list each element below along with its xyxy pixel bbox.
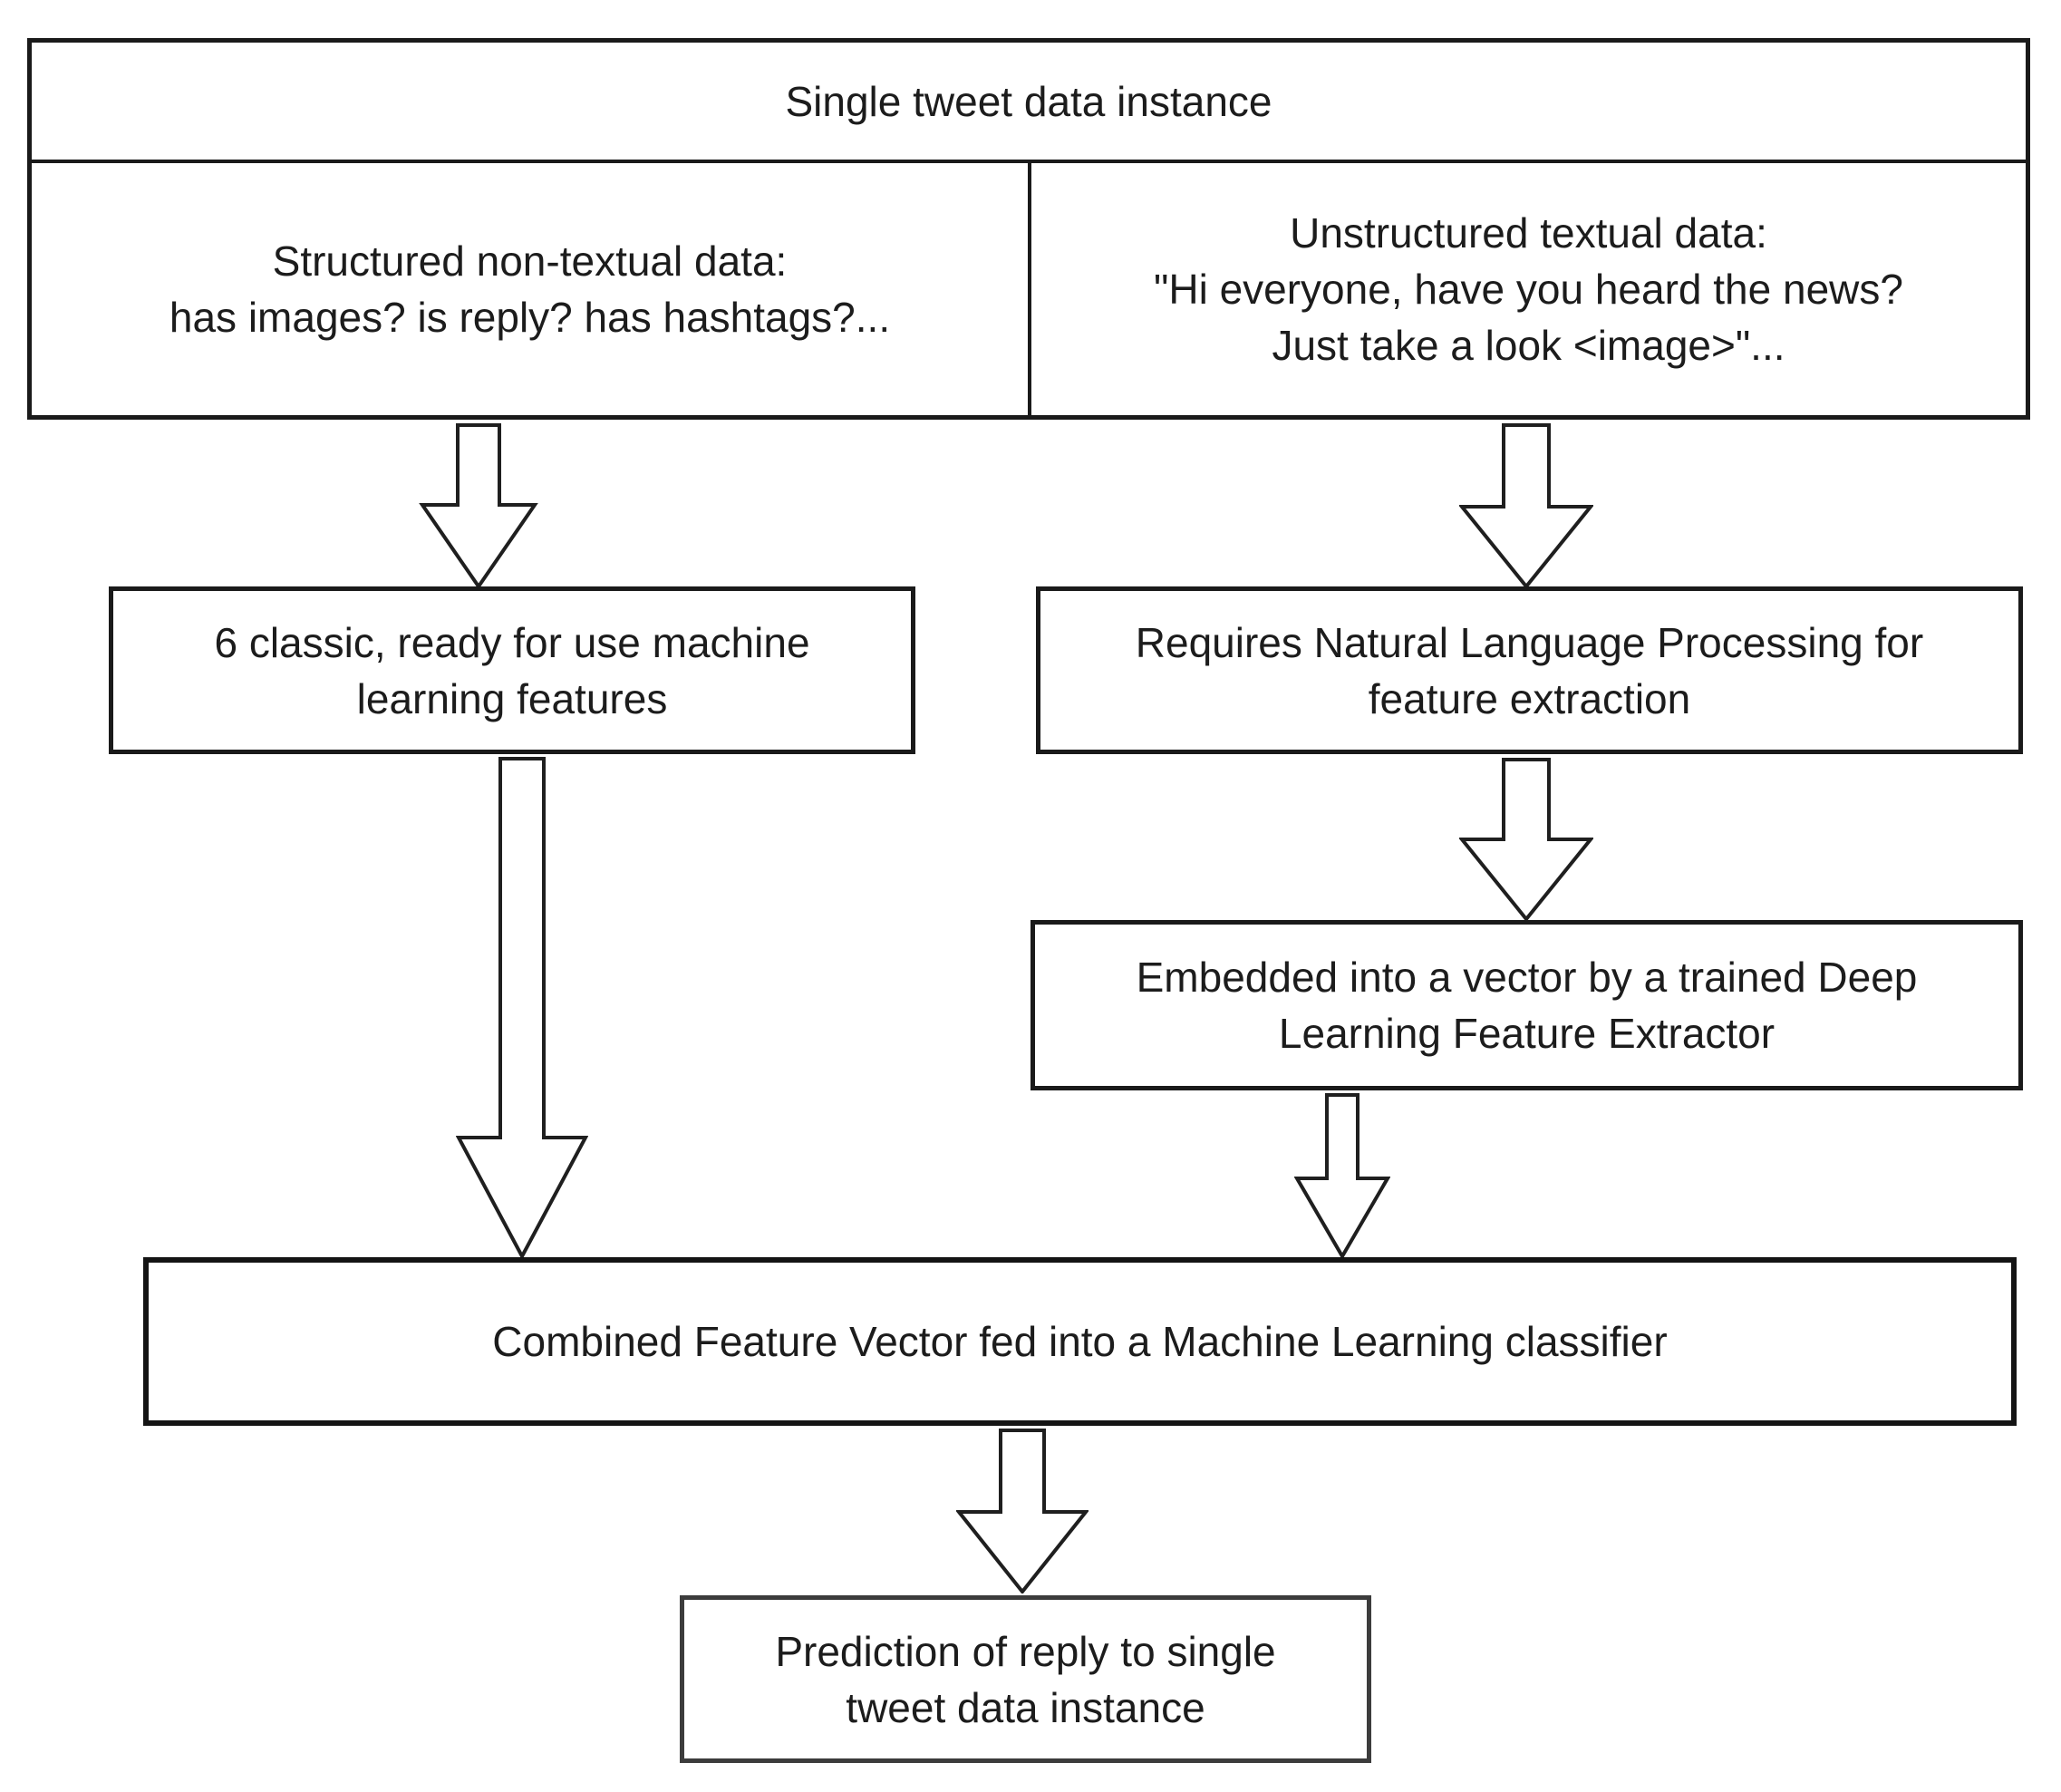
- prediction-box: Prediction of reply to single tweet data…: [680, 1595, 1371, 1763]
- classic-features-label: 6 classic, ready for use machine learnin…: [214, 618, 810, 722]
- unstructured-data-box: Unstructured textual data: "Hi everyone,…: [1031, 163, 2026, 415]
- structured-data-label: Structured non-textual data: has images?…: [169, 237, 891, 341]
- arrow-embedding-to-combined-icon: [1294, 1093, 1390, 1258]
- nlp-processing-box: Requires Natural Language Processing for…: [1036, 586, 2023, 754]
- classic-features-box: 6 classic, ready for use machine learnin…: [109, 586, 915, 754]
- embedding-label: Embedded into a vector by a trained Deep…: [1136, 954, 1918, 1057]
- arrow-nlp-to-embedding-icon: [1459, 758, 1593, 921]
- unstructured-data-label: Unstructured textual data: "Hi everyone,…: [1154, 209, 1903, 369]
- nlp-processing-label: Requires Natural Language Processing for…: [1135, 618, 1924, 722]
- single-tweet-group: Single tweet data instance Structured no…: [27, 38, 2030, 420]
- single-tweet-label: Single tweet data instance: [785, 77, 1272, 125]
- arrow-features-to-combined-icon: [456, 757, 588, 1258]
- arrow-combined-to-prediction-icon: [956, 1429, 1089, 1593]
- data-split-row: Structured non-textual data: has images?…: [32, 163, 2026, 415]
- arrow-structured-to-features-icon: [419, 423, 538, 588]
- prediction-label: Prediction of reply to single tweet data…: [775, 1627, 1276, 1731]
- combined-vector-box: Combined Feature Vector fed into a Machi…: [143, 1257, 2017, 1426]
- combined-vector-label: Combined Feature Vector fed into a Machi…: [492, 1318, 1668, 1365]
- arrow-unstructured-to-nlp-icon: [1459, 423, 1593, 588]
- single-tweet-box: Single tweet data instance: [32, 43, 2026, 163]
- embedding-box: Embedded into a vector by a trained Deep…: [1030, 920, 2023, 1090]
- structured-data-box: Structured non-textual data: has images?…: [32, 163, 1031, 415]
